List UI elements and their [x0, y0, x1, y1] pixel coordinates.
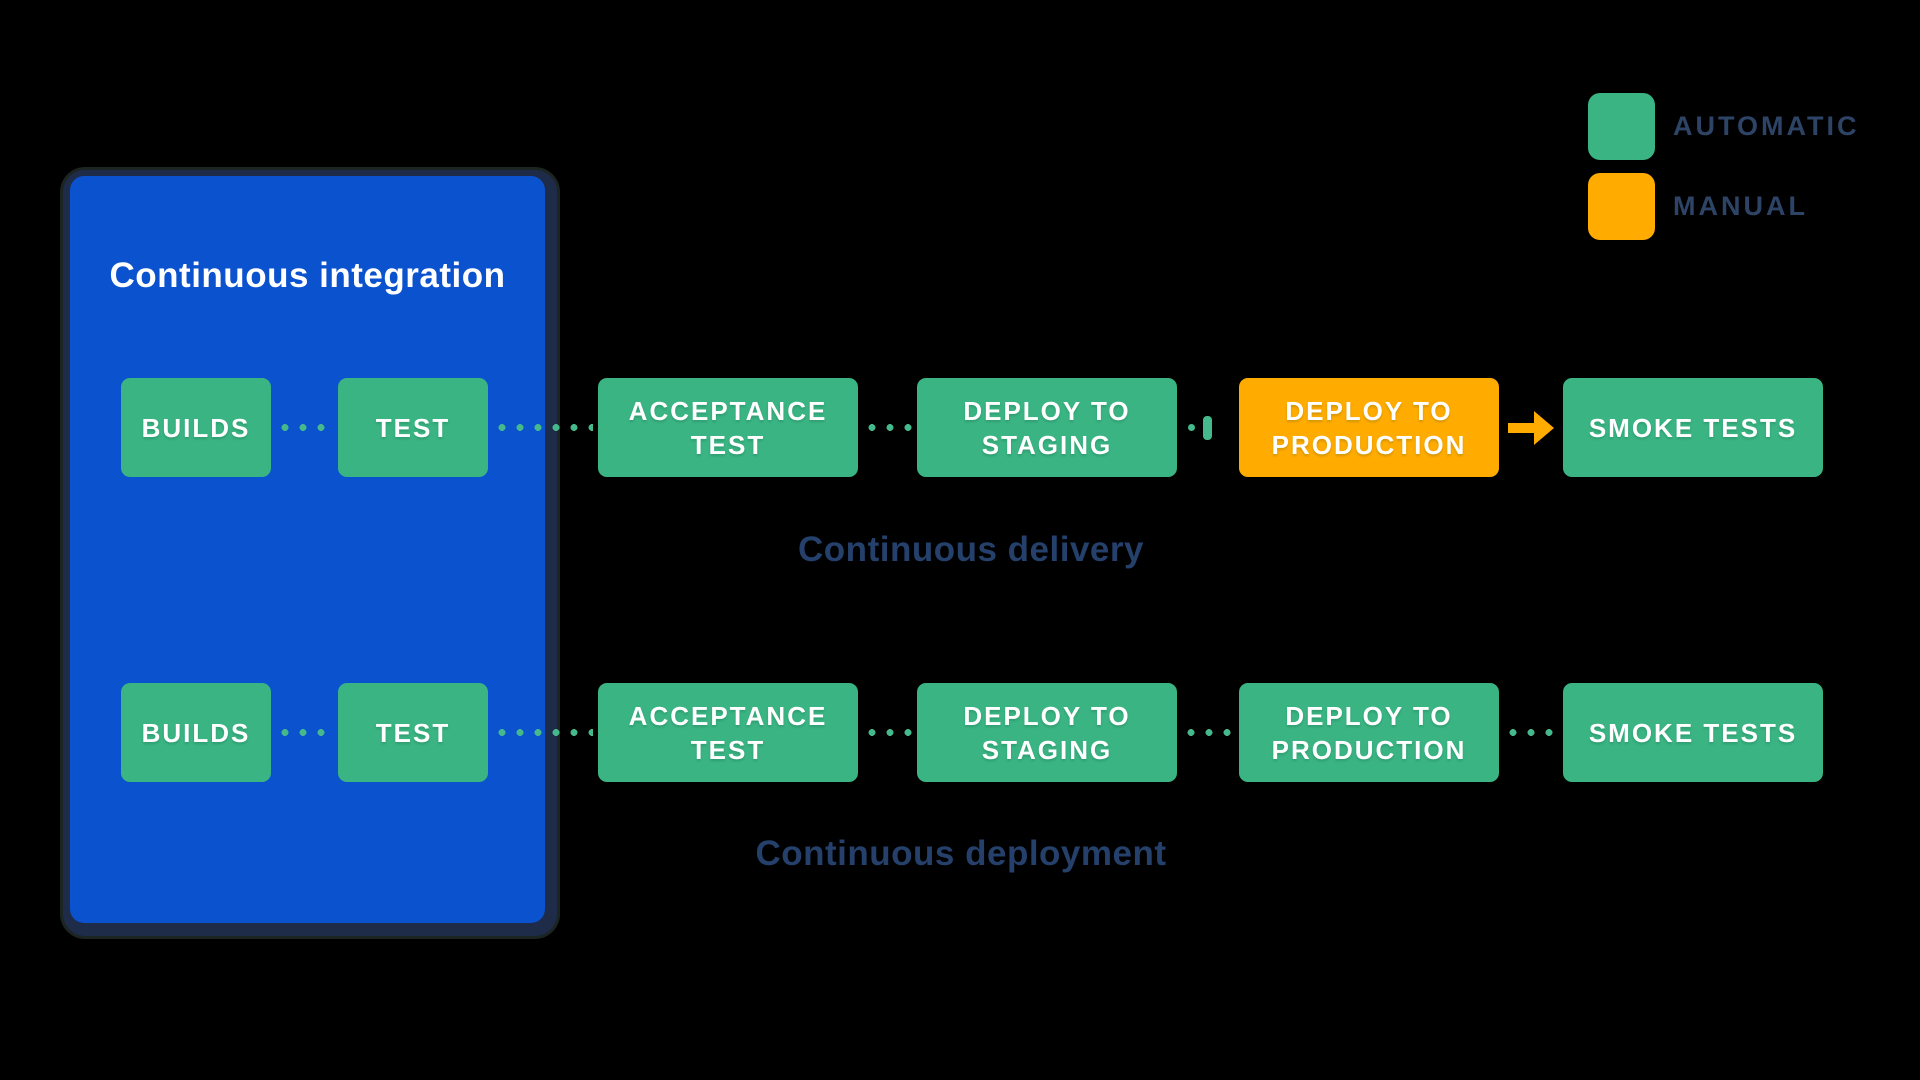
dotted-connector — [493, 424, 593, 431]
stage-acceptance-test: ACCEPTANCE TEST — [598, 683, 858, 782]
legend-item-manual: MANUAL — [1588, 173, 1808, 240]
dotted-connector — [863, 729, 912, 736]
stage-label: ACCEPTANCE TEST — [628, 700, 828, 765]
continuous-deployment-label: Continuous deployment — [755, 834, 1167, 873]
stage-test: TEST — [338, 683, 488, 782]
stage-smoke-tests: SMOKE TESTS — [1563, 683, 1823, 782]
stage-label: BUILDS — [141, 717, 251, 748]
arrow-connector-head-icon — [1534, 411, 1554, 445]
stage-label: TEST — [375, 717, 451, 748]
stage-label: BUILDS — [141, 412, 251, 443]
stage-label: SMOKE TESTS — [1588, 717, 1798, 748]
legend-automatic-label: AUTOMATIC — [1673, 111, 1860, 141]
dotted-connector — [493, 729, 593, 736]
dotted-connector — [1182, 729, 1234, 736]
stage-label: TEST — [375, 412, 451, 443]
stage-deploy-to-staging: DEPLOY TO STAGING — [917, 683, 1177, 782]
automatic-green-swatch-icon — [1588, 93, 1655, 160]
manual-gate-dot-icon — [1188, 424, 1195, 431]
arrow-connector-shaft-icon — [1508, 423, 1536, 433]
dotted-connector — [863, 424, 912, 431]
stage-test: TEST — [338, 378, 488, 477]
dotted-connector — [276, 424, 333, 431]
stage-acceptance-test: ACCEPTANCE TEST — [598, 378, 858, 477]
stage-label: SMOKE TESTS — [1588, 412, 1798, 443]
stage-label: DEPLOY TO STAGING — [963, 395, 1131, 460]
continuous-delivery-label: Continuous delivery — [798, 530, 1144, 569]
ci-panel: Continuous integration — [70, 176, 545, 923]
dotted-connector — [1504, 729, 1558, 736]
stage-builds: BUILDS — [121, 378, 271, 477]
ci-panel-title: Continuous integration — [109, 256, 506, 295]
manual-orange-swatch-icon — [1588, 173, 1655, 240]
manual-gate-bar-icon — [1203, 416, 1212, 440]
stage-label: DEPLOY TO PRODUCTION — [1271, 700, 1467, 765]
stage-smoke-tests: SMOKE TESTS — [1563, 378, 1823, 477]
stage-deploy-to-production: DEPLOY TO PRODUCTION — [1239, 683, 1499, 782]
stage-label: ACCEPTANCE TEST — [628, 395, 828, 460]
stage-label: DEPLOY TO PRODUCTION — [1271, 395, 1467, 460]
dotted-connector — [276, 729, 333, 736]
legend-item-automatic: AUTOMATIC — [1588, 93, 1859, 160]
stage-label: DEPLOY TO STAGING — [963, 700, 1131, 765]
stage-deploy-to-production: DEPLOY TO PRODUCTION — [1239, 378, 1499, 477]
stage-builds: BUILDS — [121, 683, 271, 782]
ci-panel-border: Continuous integration — [63, 170, 557, 936]
legend-manual-label: MANUAL — [1673, 191, 1808, 221]
stage-deploy-to-staging: DEPLOY TO STAGING — [917, 378, 1177, 477]
